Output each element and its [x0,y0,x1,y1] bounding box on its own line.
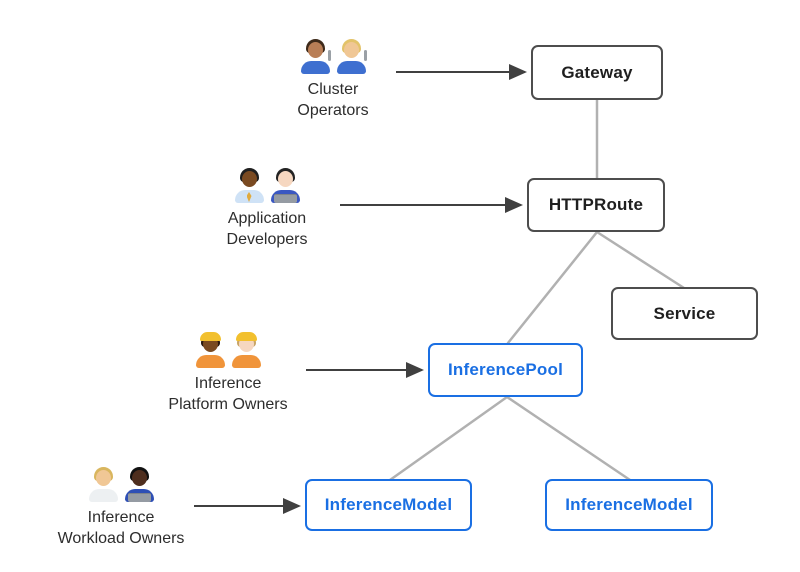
health-worker-emoji-icon [88,466,119,502]
node-inferencemodel-right-label: InferenceModel [565,495,693,514]
persona-inference-platform-owners: Inference Platform Owners [138,332,318,415]
persona-inference-platform-owners-label-line2: Platform Owners [168,396,288,413]
node-gateway: Gateway [531,45,663,100]
woman-construction-worker-emoji-icon [195,332,226,368]
node-service: Service [611,287,758,340]
node-inferencemodel-right: InferenceModel [545,479,713,531]
woman-mechanic-emoji-icon [336,38,367,74]
inference-workload-owners-icons [31,466,211,502]
man-construction-worker-emoji-icon [231,332,262,368]
node-httproute: HTTPRoute [527,178,665,232]
persona-application-developers-label-line1: Application [227,210,307,227]
node-inferencemodel-left: InferenceModel [305,479,472,531]
man-office-worker-emoji-icon [234,167,265,203]
persona-inference-workload-owners: Inference Workload Owners [31,466,211,549]
inference-platform-owners-icons [138,332,318,368]
node-httproute-label: HTTPRoute [548,195,644,214]
node-inferencemodel-left-label: InferenceModel [324,495,453,514]
persona-application-developers: Application Developers [177,167,357,250]
persona-cluster-operators-label-line1: Cluster [307,81,359,98]
woman-technologist-emoji-icon [270,167,301,203]
edge-inferencepool-inferencemodel-left [388,395,509,482]
persona-cluster-operators-label-line2: Operators [297,102,369,119]
node-gateway-label: Gateway [561,62,633,82]
node-inferencepool: InferencePool [428,343,583,397]
persona-application-developers-label-line2: Developers [226,231,308,248]
edge-httproute-inferencepool [506,230,599,345]
persona-inference-platform-owners-label-line1: Inference [194,375,262,392]
man-technologist-emoji-icon [124,466,155,502]
man-mechanic-emoji-icon [300,38,331,74]
cluster-operators-icons [243,38,423,74]
edge-inferencepool-inferencemodel-right [505,395,632,482]
node-service-label: Service [653,303,716,323]
persona-inference-workload-owners-label-line2: Workload Owners [57,530,185,547]
persona-cluster-operators: Cluster Operators [243,38,423,121]
edge-httproute-service [595,230,686,290]
application-developers-icons [177,167,357,203]
persona-inference-workload-owners-label-line1: Inference [87,509,155,526]
node-inferencepool-label: InferencePool [447,360,564,379]
